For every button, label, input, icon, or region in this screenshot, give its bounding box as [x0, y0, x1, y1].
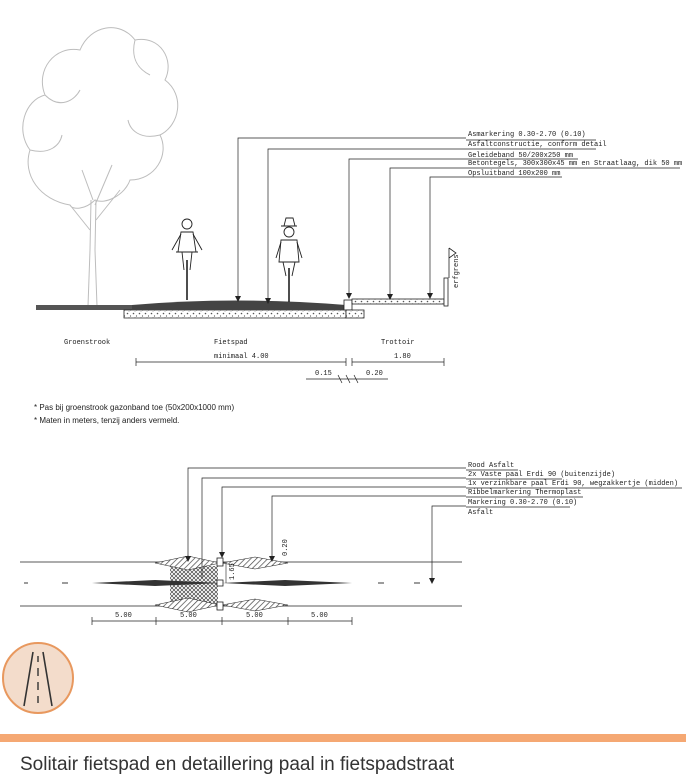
trottoir-tiles [351, 298, 445, 305]
asphalt-layer [132, 300, 346, 310]
accent-bar [0, 734, 686, 742]
vdim-top: 0.20 [282, 539, 290, 556]
section-leaders [237, 137, 680, 302]
fietspad-foundation [123, 309, 347, 319]
opsluitband [343, 299, 353, 311]
plan-callout-markering: Markering 0.30-2.70 (0.10) [468, 499, 577, 507]
plan-view: Rood Asfalt 2x Vaste paal Erdi 90 (buite… [20, 462, 682, 625]
zone-trottoir: Trottoir [381, 339, 415, 347]
plan-dim-3: 5.00 [246, 612, 263, 620]
section-dimensions [135, 358, 445, 384]
callout-betontegels: Betontegels, 300x300x45 mm en Straatlaag… [468, 160, 682, 168]
erfgrens-label: erfgrens [453, 254, 461, 288]
callout-geleideband: Geleideband 50/200x250 mm [468, 152, 573, 160]
groenstrook-ground [36, 305, 132, 310]
erfgrens-post [443, 277, 449, 307]
cross-section: erfgrens [36, 131, 682, 384]
post-bottom [216, 601, 224, 611]
tree-illustration [22, 27, 179, 307]
plan-callout-ribbelmarkering: Ribbelmarkering Thermoplast [468, 489, 581, 497]
plan-callout-asfalt: Asfalt [468, 509, 493, 517]
taper-centre-right [222, 580, 352, 586]
kerb-foundation [345, 309, 365, 319]
zone-groenstrook: Groenstrook [64, 339, 110, 347]
callout-asfaltconstructie: Asfaltconstructie, conform detail [468, 141, 607, 149]
zone-fietspad: Fietspad [214, 339, 248, 347]
dim-trottoir-width: 1.80 [394, 353, 411, 361]
ribbel-bottom-right [221, 598, 289, 612]
page-caption: Solitair fietspad en detaillering paal i… [20, 754, 455, 775]
plan-leaders [187, 467, 682, 580]
section-arrowheads [235, 293, 433, 304]
cyclist-right-icon [275, 217, 303, 302]
road-icon [2, 642, 74, 714]
plan-dimension-chain [91, 617, 353, 625]
plan-arrowheads [185, 552, 435, 584]
dim-fietspad-width: minimaal 4.00 [214, 353, 269, 361]
post-top [216, 557, 224, 567]
plan-dim-2: 5.00 [180, 612, 197, 620]
plan-dim-4: 5.00 [311, 612, 328, 620]
vdim-centre: 1.65 [229, 563, 237, 580]
cyclist-left-icon [171, 218, 203, 300]
callout-asmarkering: Asmarkering 0.30-2.70 (0.10) [468, 131, 586, 139]
plan-callout-rood-asfalt: Rood Asfalt [468, 462, 514, 470]
post-centre [216, 579, 224, 587]
note-groenstrook: * Pas bij groenstrook gazonband toe (50x… [34, 403, 235, 412]
dim-gap-right: 0.20 [366, 370, 383, 378]
note-maten: * Maten in meters, tenzij anders vermeld… [34, 416, 180, 425]
taper-centre-left [92, 580, 222, 586]
callout-opsluitband: Opsluitband 100x200 mm [468, 170, 560, 178]
plan-callout-verzinkbare-paal: 1x verzinkbare paal Erdi 90, wegzakkertj… [468, 480, 678, 488]
plan-callout-vaste-paal: 2x Vaste paal Erdi 90 (buitenzijde) [468, 471, 615, 479]
dim-gap-left: 0.15 [315, 370, 332, 378]
plan-dim-1: 5.00 [115, 612, 132, 620]
